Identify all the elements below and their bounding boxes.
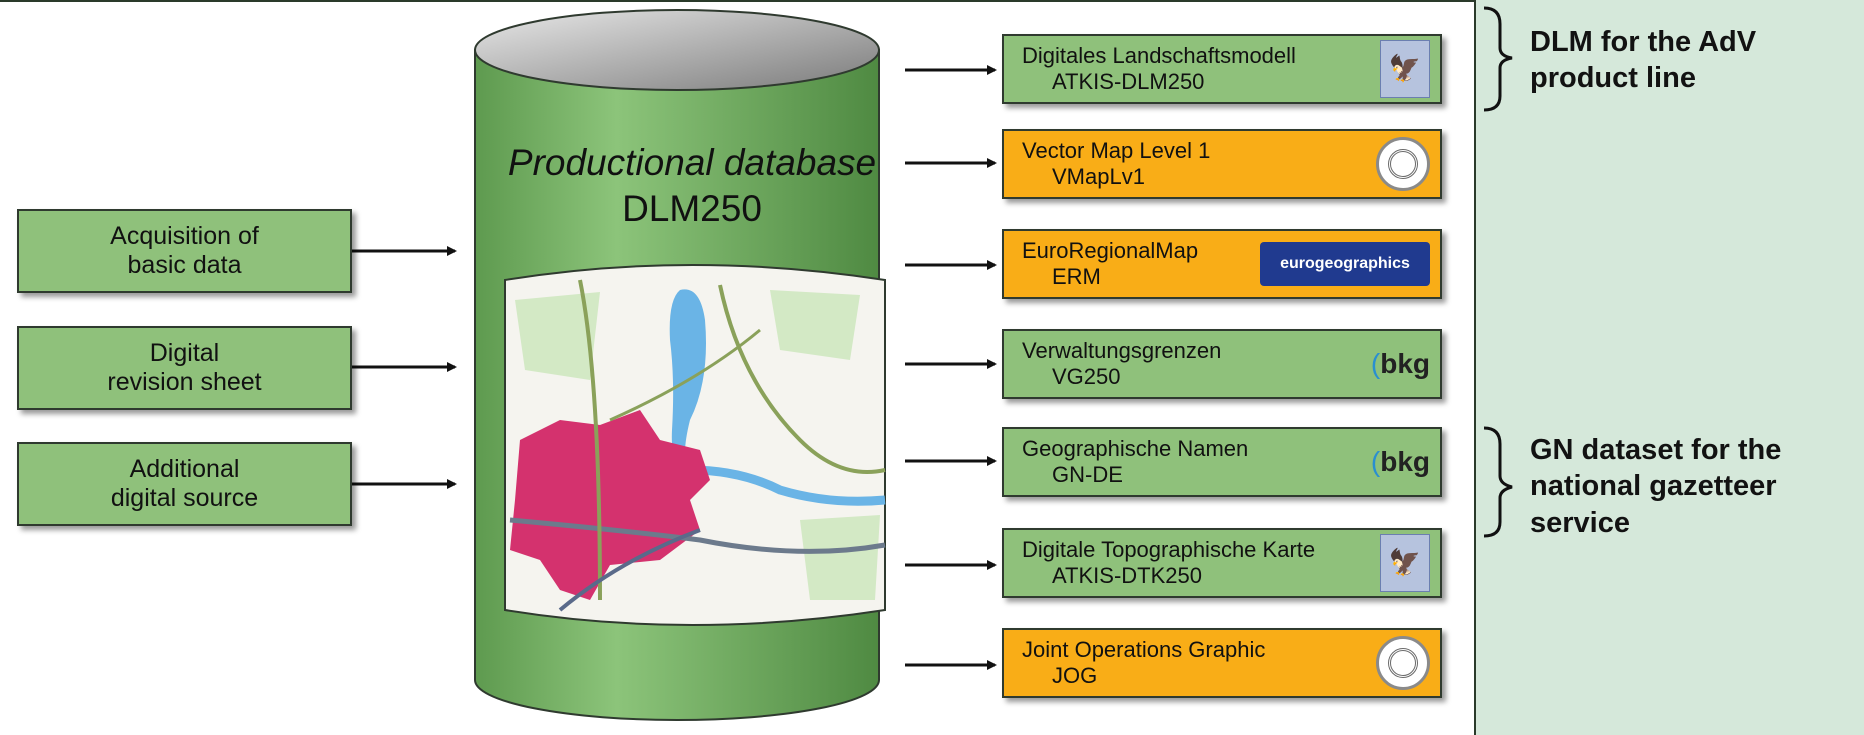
- output-arrows: [905, 65, 997, 670]
- output-box-jog: Joint Operations Graphic JOG: [1002, 628, 1442, 698]
- military-seal-icon: [1376, 636, 1430, 690]
- output-box-erm: EuroRegionalMap ERM eurogeographics: [1002, 229, 1442, 299]
- output-box-line2: ATKIS-DTK250: [1052, 563, 1202, 588]
- database-title: Productional database DLM250: [462, 140, 922, 233]
- input-box-line1: Additional: [129, 455, 240, 484]
- output-box-dlm250: Digitales Landschaftsmodell ATKIS-DLM250…: [1002, 34, 1442, 104]
- output-box-vmaplv1: Vector Map Level 1 VMapLv1: [1002, 129, 1442, 199]
- output-box-line1: Vector Map Level 1: [1022, 137, 1211, 163]
- annotation-line1: DLM for the AdV: [1530, 26, 1757, 58]
- output-box-line1: Digitales Landschaftsmodell: [1022, 42, 1296, 68]
- database-title-line1: Productional database: [507, 142, 877, 183]
- annotation-gn: GN dataset for the national gazetteer se…: [1530, 432, 1781, 541]
- output-box-line1: Joint Operations Graphic: [1022, 636, 1266, 662]
- brace-dlm: [1483, 6, 1513, 112]
- adv-eagle-icon: 🦅: [1380, 534, 1430, 592]
- output-box-gn-de: Geographische Namen GN-DE (bkg: [1002, 427, 1442, 497]
- input-box-line1: Acquisition of: [110, 222, 259, 251]
- input-box-line2: basic data: [127, 251, 242, 279]
- output-box-line1: EuroRegionalMap: [1022, 237, 1199, 263]
- eurogeographics-logo: eurogeographics: [1260, 242, 1430, 286]
- map-image: [504, 264, 886, 626]
- military-seal-icon: [1376, 137, 1430, 191]
- input-arrows: [352, 246, 457, 489]
- input-box-line2: revision sheet: [107, 368, 262, 396]
- annotation-line1: GN dataset for the: [1530, 434, 1782, 466]
- bkg-logo: (bkg: [1370, 348, 1430, 380]
- bkg-logo: (bkg: [1370, 446, 1430, 478]
- output-box-line2: JOG: [1052, 663, 1098, 688]
- output-box-line1: Geographische Namen: [1022, 435, 1249, 461]
- output-box-dtk250: Digitale Topographische Karte ATKIS-DTK2…: [1002, 528, 1442, 598]
- output-box-line2: GN-DE: [1052, 462, 1123, 487]
- output-box-line2: VMapLv1: [1052, 164, 1145, 189]
- output-box-line1: Verwaltungsgrenzen: [1022, 337, 1222, 363]
- database-title-line2: DLM250: [622, 188, 762, 230]
- output-box-line2: ERM: [1052, 264, 1101, 289]
- annotation-line3: service: [1530, 506, 1630, 539]
- input-box-acquisition: Acquisition of basic data: [17, 209, 352, 293]
- input-box-line1: Digital: [149, 339, 220, 368]
- input-box-line2: digital source: [110, 484, 259, 512]
- output-box-line2: ATKIS-DLM250: [1052, 69, 1205, 94]
- annotation-line2: national gazetteer: [1530, 470, 1777, 503]
- input-box-additional-source: Additional digital source: [17, 442, 352, 526]
- annotation-line2: product line: [1530, 62, 1696, 95]
- input-box-revision-sheet: Digital revision sheet: [17, 326, 352, 410]
- output-box-line2: VG250: [1052, 364, 1121, 389]
- brace-gn: [1483, 426, 1513, 538]
- annotation-dlm: DLM for the AdV product line: [1530, 24, 1756, 97]
- output-box-line1: Digitale Topographische Karte: [1022, 536, 1316, 562]
- output-box-vg250: Verwaltungsgrenzen VG250 (bkg: [1002, 329, 1442, 399]
- town-area: [510, 410, 710, 600]
- adv-eagle-icon: 🦅: [1380, 40, 1430, 98]
